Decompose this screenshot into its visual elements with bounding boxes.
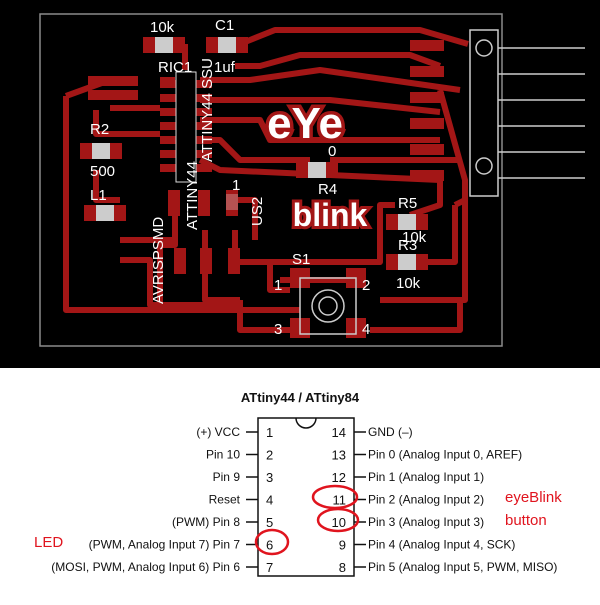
- pcb-layout-panel: eYe blink: [0, 0, 600, 368]
- highlight-pin-10: [316, 507, 360, 533]
- pin-label-left: (PWM, Analog Input 7) Pin 7: [89, 538, 241, 552]
- board-outline: [39, 13, 503, 347]
- pin-label-left: Pin 9: [213, 470, 241, 484]
- chip-notch: [295, 417, 317, 429]
- pin-number-left: 6: [266, 538, 273, 553]
- label-r4: R4: [318, 181, 337, 198]
- annotation-eyeblink: eyeBlink: [505, 489, 562, 506]
- pin-number-right: 11: [333, 493, 347, 508]
- pin-label-left: Pin 10: [206, 448, 240, 462]
- label-r5: R5: [398, 195, 417, 212]
- pin-label-left: (+) VCC: [196, 425, 240, 439]
- pin-label-right: Pin 3 (Analog Input 3): [368, 515, 484, 529]
- pin-label-left: (MOSI, PWM, Analog Input 6) Pin 6: [51, 560, 240, 574]
- pinout-title: ATtiny44 / ATtiny84: [241, 390, 360, 405]
- pin-number-right: 10: [332, 515, 346, 530]
- smd-pads: [80, 37, 444, 338]
- pin-number-left: 7: [266, 560, 273, 575]
- label-s1: S1: [292, 251, 310, 268]
- pin-number-right: 14: [332, 425, 346, 440]
- pin-label-right: Pin 0 (Analog Input 0, AREF): [368, 448, 522, 462]
- pin-label-left: (PWM) Pin 8: [172, 515, 240, 529]
- label-c1: C1: [215, 17, 234, 34]
- highlight-pin-6: [254, 528, 290, 556]
- annotation-button: button: [505, 512, 547, 529]
- label-r3: R3: [398, 237, 417, 254]
- label-us2: US2: [249, 197, 266, 226]
- pin-number-left: 5: [266, 515, 273, 530]
- header-connector: [469, 29, 585, 197]
- label-r-10k-top: 10k: [150, 19, 175, 36]
- label-attiny-lower: ATTINY44: [184, 161, 201, 230]
- logo-eye: eYe: [267, 99, 343, 148]
- pin-number-left: 2: [266, 448, 273, 463]
- logo-blink: blink: [293, 197, 368, 233]
- label-avrispsmd: AVRISPSMD: [150, 217, 167, 304]
- pin-number-right: 13: [332, 448, 346, 463]
- pin-number-left: 4: [266, 493, 273, 508]
- pin-label-right: Pin 2 (Analog Input 2): [368, 493, 484, 507]
- switch-s1: [299, 277, 357, 335]
- pin-number-right: 8: [339, 560, 346, 575]
- label-r2-value: 500: [90, 163, 115, 180]
- label-s1-pin4: 4: [362, 321, 370, 338]
- pcb-drawing: eYe blink: [39, 13, 585, 347]
- chip-body: [257, 417, 355, 577]
- label-one: 1: [232, 177, 240, 194]
- label-r3-value: 10k: [396, 275, 421, 292]
- pin-number-right: 12: [332, 470, 346, 485]
- label-ric1: RIC1: [158, 59, 192, 76]
- label-s1-pin2: 2: [362, 277, 370, 294]
- annotation-led: LED: [34, 534, 63, 551]
- label-zero: 0: [328, 143, 336, 160]
- label-r5-value: 10k: [402, 229, 427, 246]
- label-c1-value: 1uf: [214, 59, 236, 76]
- silkscreen-labels: 10k C1 1uf RIC1 R2 500 L1 0 R4 R5 10k R3…: [90, 17, 427, 338]
- label-attiny-ssu: ATTINY44 SSU: [199, 58, 216, 162]
- pin-label-right: Pin 5 (Analog Input 5, PWM, MISO): [368, 560, 557, 574]
- pin-number-right: 9: [339, 538, 346, 553]
- label-l1: L1: [90, 187, 107, 204]
- pin-number-left: 3: [266, 470, 273, 485]
- pin-label-right: GND (–): [368, 425, 413, 439]
- pin-label-left: Reset: [209, 493, 241, 507]
- highlight-circles: [254, 484, 360, 556]
- pin-label-right: Pin 4 (Analog Input 4, SCK): [368, 538, 515, 552]
- label-s1-pin1: 1: [274, 277, 282, 294]
- label-r2: R2: [90, 121, 109, 138]
- pin-number-left: 1: [266, 425, 273, 440]
- label-s1-pin3: 3: [274, 321, 282, 338]
- pin-label-right: Pin 1 (Analog Input 1): [368, 470, 484, 484]
- attiny-outline: [175, 71, 197, 183]
